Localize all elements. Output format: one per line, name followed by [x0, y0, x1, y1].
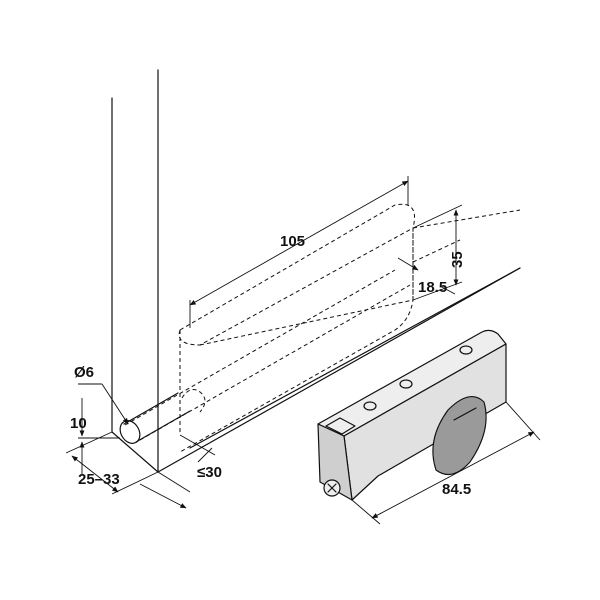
dim-diameter: [78, 383, 129, 425]
dim-label-105: 105: [280, 233, 305, 250]
roller-fitting: [317, 329, 507, 501]
dim-label-10: 10: [70, 415, 87, 432]
dim-door-thickness: [65, 431, 159, 495]
dim-label-fitting-length: 84.5: [442, 481, 471, 498]
dim-10: [78, 398, 120, 474]
dim-105: [189, 176, 409, 328]
dim-label-recess-depth: ≤30: [197, 464, 222, 481]
dim-label-35: 35: [449, 251, 466, 268]
dim-label-18-5: 18.5: [418, 279, 447, 296]
dim-recess-depth: [139, 434, 216, 509]
dim-label-diameter: Ø6: [74, 364, 94, 381]
dim-18-5: [397, 257, 456, 295]
groove-line: [189, 267, 521, 449]
dim-label-door-thickness: 25–33: [78, 471, 120, 488]
dim-fitting-length: [351, 401, 541, 525]
dim-35: [412, 204, 463, 301]
bore-hole: [119, 392, 191, 444]
